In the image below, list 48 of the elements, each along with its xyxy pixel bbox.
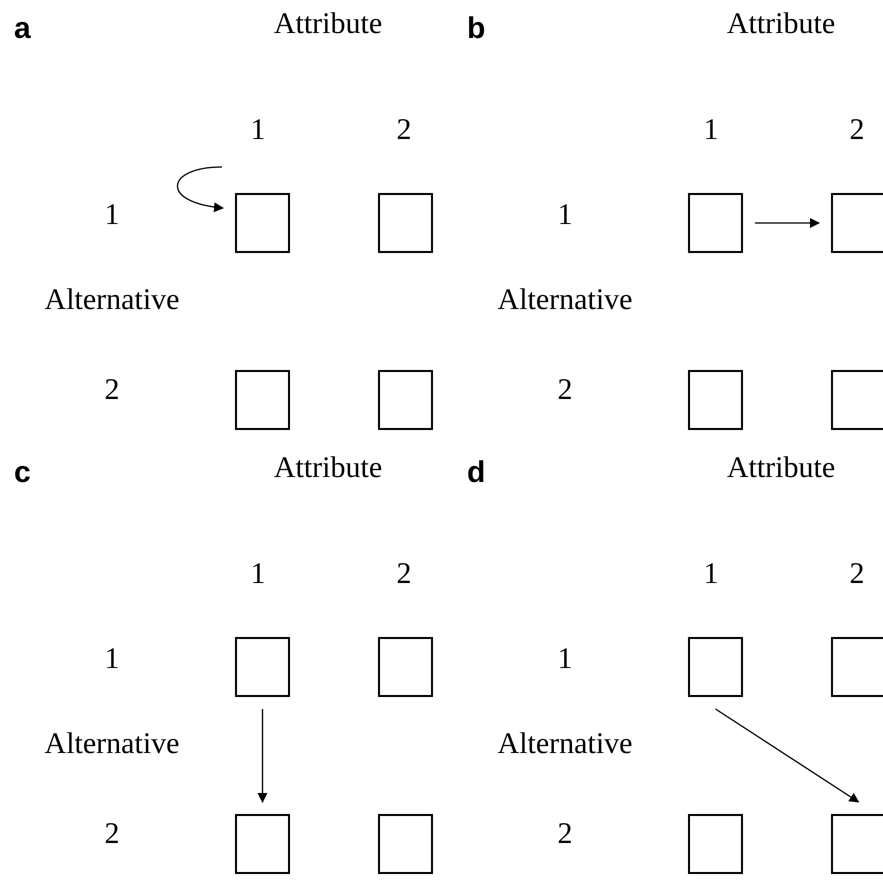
axis-title: Attribute — [274, 451, 382, 485]
column-number: 1 — [250, 113, 266, 147]
empty-box — [688, 814, 743, 874]
arrow — [755, 218, 820, 228]
empty-box — [378, 193, 433, 253]
row-number: 1 — [104, 642, 120, 676]
arrow — [176, 166, 224, 212]
empty-box — [378, 814, 433, 874]
axis-title: Alternative — [498, 727, 632, 761]
empty-box — [831, 193, 883, 253]
row-number: 2 — [104, 373, 120, 407]
panel-letter: a — [14, 12, 31, 46]
empty-box — [378, 637, 433, 697]
arrow — [258, 709, 268, 803]
column-number: 1 — [704, 113, 718, 147]
axis-title: Attribute — [726, 451, 836, 485]
row-number: 2 — [104, 817, 120, 851]
empty-box — [235, 370, 290, 430]
axis-title: Attribute — [726, 7, 836, 41]
empty-box — [831, 814, 883, 874]
row-number: 1 — [104, 198, 120, 232]
empty-box — [688, 370, 743, 430]
panel-letter: c — [14, 456, 31, 490]
row-number: 1 — [558, 642, 572, 676]
row-number: 2 — [558, 817, 572, 851]
column-number: 2 — [850, 557, 864, 591]
empty-box — [235, 637, 290, 697]
panel-letter: b — [467, 12, 486, 46]
row-number: 1 — [558, 198, 572, 232]
empty-box — [831, 637, 883, 697]
empty-box — [378, 370, 433, 430]
empty-box — [235, 814, 290, 874]
row-number: 2 — [558, 373, 572, 407]
axis-title: Alternative — [44, 727, 180, 761]
column-number: 2 — [396, 113, 412, 147]
axis-title: Alternative — [44, 283, 180, 317]
empty-box — [831, 370, 883, 430]
arrow — [715, 708, 860, 803]
column-number: 1 — [250, 557, 266, 591]
empty-box — [688, 637, 743, 697]
empty-box — [688, 193, 743, 253]
column-number: 1 — [704, 557, 718, 591]
axis-title: Alternative — [498, 283, 632, 317]
panel-letter: d — [467, 456, 486, 490]
axis-title: Attribute — [274, 7, 382, 41]
column-number: 2 — [850, 113, 864, 147]
empty-box — [235, 193, 290, 253]
column-number: 2 — [396, 557, 412, 591]
